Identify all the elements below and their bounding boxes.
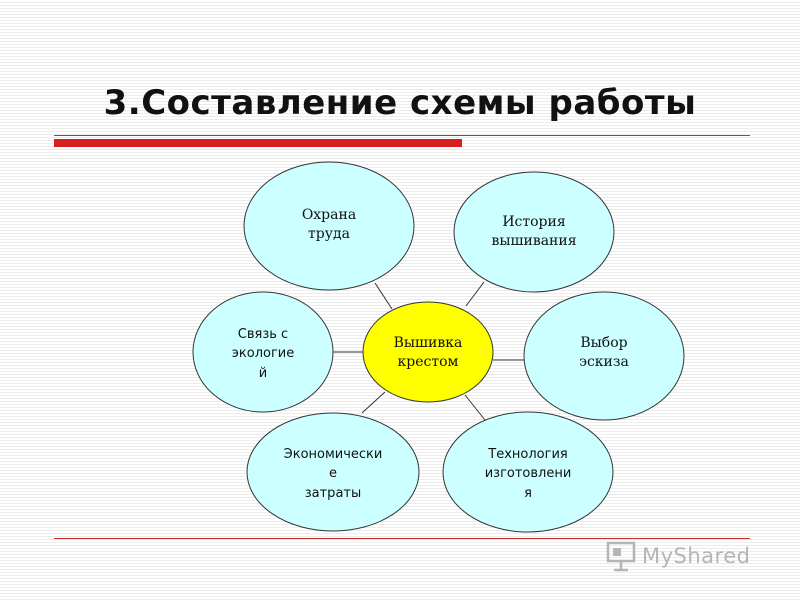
- bottom-rule: [54, 538, 750, 539]
- center-node-shape: [362, 301, 494, 403]
- watermark-text: MyShared: [642, 544, 751, 568]
- watermark: MyShared: [604, 538, 774, 574]
- connector-okhrana: [374, 282, 393, 310]
- title-rule-thin: [54, 135, 750, 136]
- node-svyaz-label: Связь с экологие й: [231, 326, 295, 381]
- title-rule-thick: [54, 139, 462, 147]
- node-istoriya-shape: [453, 171, 615, 293]
- node-okhrana-shape: [243, 161, 415, 291]
- node-svyaz-shape: [192, 291, 334, 413]
- node-ekonomicheskie-shape: [246, 412, 420, 532]
- node-ekonomicheskie-label: Экономически е затраты: [283, 446, 383, 501]
- node-vybor-shape: [523, 291, 685, 421]
- node-okhrana-label: Охрана труда: [301, 207, 357, 242]
- node-tekhnologiya-shape: [442, 411, 614, 533]
- connector-ekonomicheskie: [361, 391, 386, 414]
- slide-title: 3.Составление схемы работы: [103, 83, 697, 123]
- node-tekhnologiya-label: Технология изготовлени я: [484, 446, 572, 501]
- connector-istoriya: [465, 281, 485, 307]
- node-vybor-label: Выбор эскиза: [579, 335, 629, 370]
- presentation-board-icon: [606, 541, 636, 572]
- node-istoriya-label: История вышивания: [491, 214, 577, 249]
- connector-tekhnologiya: [464, 394, 486, 421]
- center-node-label: Вышивка крестом: [393, 335, 463, 370]
